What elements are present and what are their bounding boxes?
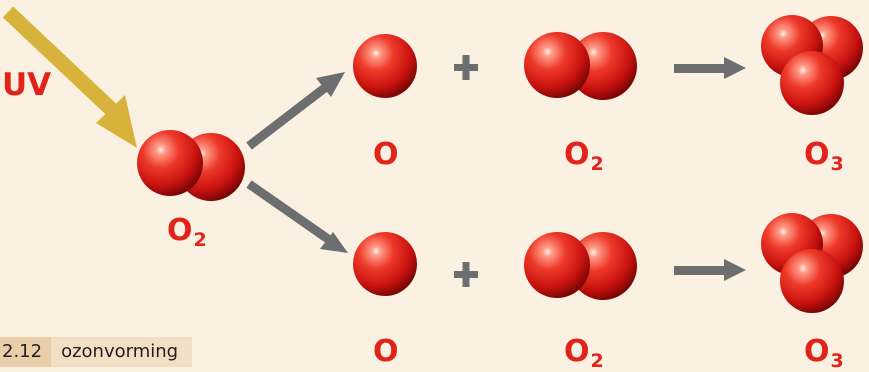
input-o2-label: O2 — [167, 216, 207, 250]
reaction-arrow-bottom — [674, 259, 746, 281]
o3-label-bottom: O3 — [804, 337, 844, 371]
atom-o-top — [353, 34, 417, 98]
reaction-arrow-top — [674, 57, 746, 79]
uv-arrow — [2, 6, 137, 148]
o3-subscript-bottom: 3 — [830, 350, 844, 372]
o3-molecule-top — [761, 15, 863, 115]
o2-subscript-top: 2 — [590, 153, 604, 175]
o2-label-bottom: O2 — [564, 337, 604, 371]
o2-symbol-bottom: O — [564, 334, 590, 369]
atom-o-label-bottom: O — [373, 334, 399, 369]
o3-symbol-top: O — [804, 137, 830, 172]
o2-subscript-bottom: 2 — [590, 350, 604, 372]
o2-symbol-top: O — [564, 137, 590, 172]
plus-sign-bottom — [454, 262, 478, 287]
ozone-reaction-diagram — [2, 6, 863, 313]
o3-label-top: O3 — [804, 140, 844, 174]
uv-label: UV — [2, 67, 52, 103]
o2-molecule-bottom — [524, 232, 637, 300]
o2-label-top: O2 — [564, 140, 604, 174]
o2-molecule-top — [524, 32, 637, 100]
atom-o-bottom — [353, 232, 417, 296]
figure-caption-text: ozonvorming — [61, 341, 179, 362]
input-o2-molecule — [137, 130, 245, 201]
o3-subscript-top: 3 — [830, 153, 844, 175]
input-o2-subscript: 2 — [193, 229, 207, 251]
branch-arrow-up — [246, 72, 345, 150]
atom-o-label-top: O — [373, 137, 399, 172]
figure-caption: 2.12 ozonvorming — [0, 337, 193, 367]
branch-arrow-down — [246, 180, 348, 253]
plus-sign-top — [454, 55, 478, 80]
figure-number: 2.12 — [0, 337, 52, 367]
o3-molecule-bottom — [761, 213, 863, 313]
input-o2-symbol: O — [167, 213, 193, 248]
o3-symbol-bottom: O — [804, 334, 830, 369]
